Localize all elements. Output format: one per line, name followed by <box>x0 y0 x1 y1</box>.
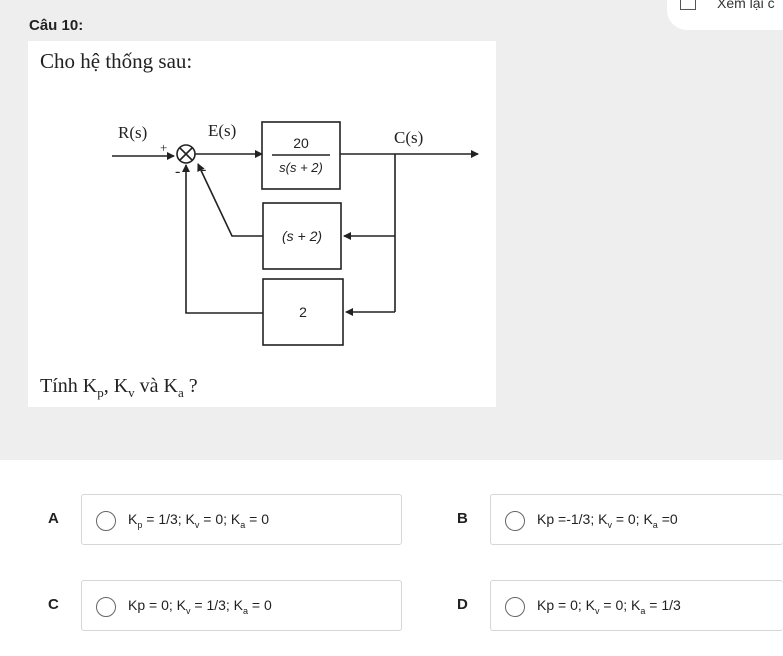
feedback2-return-arrow <box>182 164 263 314</box>
radio-b[interactable] <box>505 511 525 531</box>
radio-a[interactable] <box>96 511 116 531</box>
review-label: Xem lại c <box>717 0 775 11</box>
block-diagram: R(s) E(s) C(s) + - - 20 s(s + 2) (s + 2)… <box>112 121 479 346</box>
answer-letter-b: B <box>457 510 468 527</box>
answer-text-d: Kp = 0; Kv = 0; Ka = 1/3 <box>537 597 681 616</box>
answer-letter-a: A <box>48 510 59 527</box>
answer-option-b[interactable]: Kp =-1/3; Kv = 0; Ka =0 <box>490 494 783 545</box>
answer-text-a: Kp = 1/3; Kv = 0; Ka = 0 <box>128 511 270 530</box>
question-ask: Tính Kp, Kv và Ka ? <box>40 375 198 400</box>
radio-d[interactable] <box>505 597 525 617</box>
feedback1-return-arrow <box>197 163 263 237</box>
question-intro: Cho hệ thống sau: <box>40 49 193 73</box>
answer-text-b: Kp =-1/3; Kv = 0; Ka =0 <box>537 511 678 530</box>
question-card: Cho hệ thống sau: R(s) E(s) <box>28 41 496 407</box>
summing-cross-b <box>178 146 194 162</box>
review-checkbox[interactable] <box>680 0 696 10</box>
answer-option-d[interactable]: Kp = 0; Kv = 0; Ka = 1/3 <box>490 580 783 631</box>
answer-text-c: Kp = 0; Kv = 1/3; Ka = 0 <box>128 597 272 616</box>
feedback1-text: (s + 2) <box>282 228 322 244</box>
forward-block <box>261 121 341 190</box>
radio-c[interactable] <box>96 597 116 617</box>
answer-option-a[interactable]: Kp = 1/3; Kv = 0; Ka = 0 <box>81 494 402 545</box>
feedback2-text: 2 <box>299 304 307 320</box>
plus-sign: + <box>160 140 167 155</box>
answer-option-c[interactable]: Kp = 0; Kv = 1/3; Ka = 0 <box>81 580 402 631</box>
answer-letter-d: D <box>457 596 468 613</box>
input-label: R(s) <box>118 123 147 142</box>
minus-sign-2: - <box>201 161 206 178</box>
error-label: E(s) <box>208 121 236 140</box>
forward-denominator: s(s + 2) <box>279 160 323 175</box>
forward-numerator: 20 <box>293 135 309 151</box>
feedback2-block <box>262 278 344 346</box>
output-label: C(s) <box>394 128 423 147</box>
answer-letter-c: C <box>48 596 59 613</box>
minus-sign: - <box>175 163 180 180</box>
question-number: Câu 10: <box>29 17 84 34</box>
